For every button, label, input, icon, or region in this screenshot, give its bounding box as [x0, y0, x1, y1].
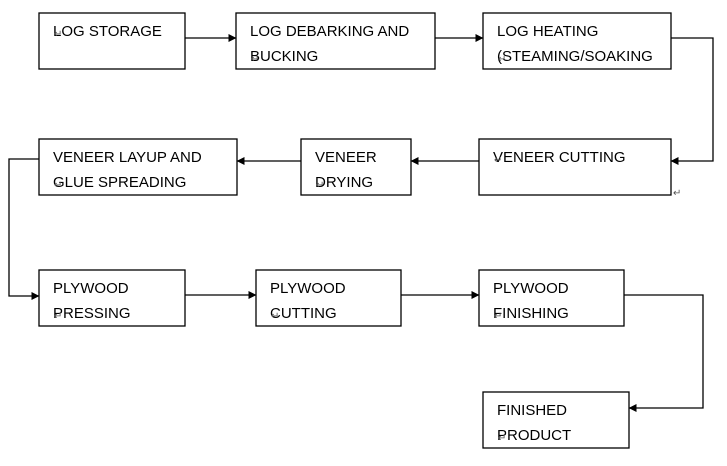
node-label-line: VENEER CUTTING: [493, 149, 626, 166]
node-label-line: FINISHED: [497, 402, 567, 419]
node-log-heating: LOG HEATING (STEAMING/SOAKING↵: [482, 12, 672, 70]
node-box: [255, 269, 402, 327]
node-box: [38, 12, 186, 70]
node-box: [482, 391, 630, 449]
paragraph-mark-icon: ↵: [54, 180, 62, 191]
paragraph-mark-icon: ↵: [673, 188, 681, 199]
paragraph-mark-icon: ↵: [251, 54, 259, 65]
node-box: [235, 12, 436, 70]
node-veneer-cutting: VENEER CUTTING↵: [478, 138, 672, 196]
node-box: [38, 138, 238, 196]
edge-log-heating-to-veneer-cutting: [670, 37, 714, 165]
paragraph-mark-icon: ↵: [316, 180, 324, 191]
node-label-line: LOG STORAGE: [53, 23, 162, 40]
node-box: [300, 138, 412, 196]
node-label-line: PLYWOOD: [493, 280, 569, 297]
node-finished-product: FINISHED PRODUCT↵: [482, 391, 630, 449]
node-label-line: VENEER: [315, 149, 377, 166]
edges-layer: [8, 34, 714, 412]
edge-plywood-finishing-to-finished-product: [624, 294, 704, 412]
paragraph-mark-icon: ↵: [54, 311, 62, 322]
node-box: [478, 138, 672, 196]
node-label-line: DRYING: [315, 174, 373, 191]
node-label-line: LOG DEBARKING AND: [250, 23, 409, 40]
paragraph-mark-icon: ↵: [494, 155, 502, 166]
node-label-line: (STEAMING/SOAKING: [497, 48, 653, 65]
node-label-line: BUCKING: [250, 48, 318, 65]
node-label-line: PRESSING: [53, 305, 131, 322]
node-log-debarking: LOG DEBARKING AND BUCKING↵: [235, 12, 436, 70]
node-box: [38, 269, 186, 327]
paragraph-mark-icon: ↵: [498, 54, 506, 65]
paragraph-mark-icon: ↵: [54, 29, 62, 40]
paragraph-mark-icon: ↵: [498, 433, 506, 444]
node-plywood-pressing: PLYWOOD PRESSING↵: [38, 269, 186, 327]
node-plywood-finishing: PLYWOOD FINISHING↵: [478, 269, 625, 327]
node-veneer-layup: VENEER LAYUP AND GLUE SPREADING↵: [38, 138, 238, 196]
node-label-line: PLYWOOD: [53, 280, 129, 297]
node-label-line: LOG HEATING: [497, 23, 598, 40]
node-label-line: PLYWOOD: [270, 280, 346, 297]
node-box: [478, 269, 625, 327]
node-label-line: PRODUCT: [497, 427, 571, 444]
node-label-line: GLUE SPREADING: [53, 174, 186, 191]
edge-veneer-layup-to-plywood-pressing: [8, 158, 40, 300]
node-box: [482, 12, 672, 70]
node-plywood-cutting: PLYWOOD CUTTING↵: [255, 269, 402, 327]
paragraph-mark-icon: ↵: [494, 311, 502, 322]
node-veneer-drying: VENEER DRYING↵: [300, 138, 412, 196]
paragraph-mark-icon: ↵: [271, 311, 279, 322]
node-label-line: FINISHING: [493, 305, 569, 322]
node-label-line: VENEER LAYUP AND: [53, 149, 202, 166]
node-label-line: CUTTING: [270, 305, 337, 322]
nodes-layer: LOG STORAGE↵LOG DEBARKING ANDBUCKING↵LOG…: [38, 12, 681, 449]
node-log-storage: LOG STORAGE↵: [38, 12, 186, 70]
